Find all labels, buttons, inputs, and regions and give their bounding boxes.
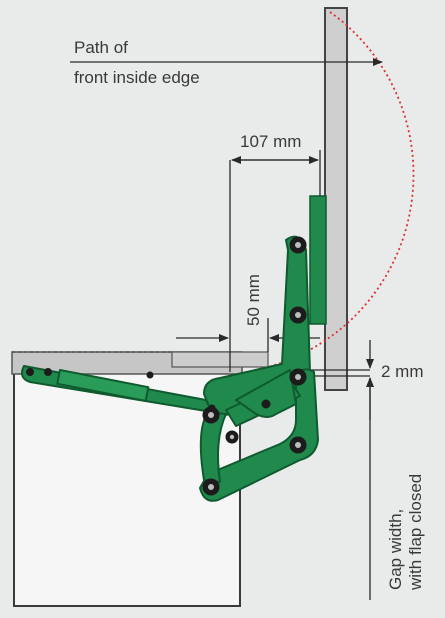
flap-path-arc — [255, 11, 415, 371]
flap-plate — [309, 195, 327, 325]
gap-label-line2: with flap closed — [406, 473, 425, 590]
dimension-2-label: 2 mm — [381, 362, 424, 381]
gap-label-line1: Gap width, — [386, 508, 405, 590]
pivot-pins — [26, 236, 307, 496]
dimension-50-label: 50 mm — [244, 274, 263, 326]
dimension-lines — [70, 58, 383, 600]
dimension-107-label: 107 mm — [240, 132, 302, 151]
hinge-arm-mid — [199, 411, 227, 483]
path-label-line2: front inside edge — [74, 68, 200, 87]
hinge-bracket — [235, 369, 297, 418]
hinge-mechanism — [21, 235, 319, 502]
path-label-line1: Path of — [74, 38, 128, 57]
top-edge-block — [171, 351, 269, 368]
hinge-arm-lower — [199, 368, 319, 502]
